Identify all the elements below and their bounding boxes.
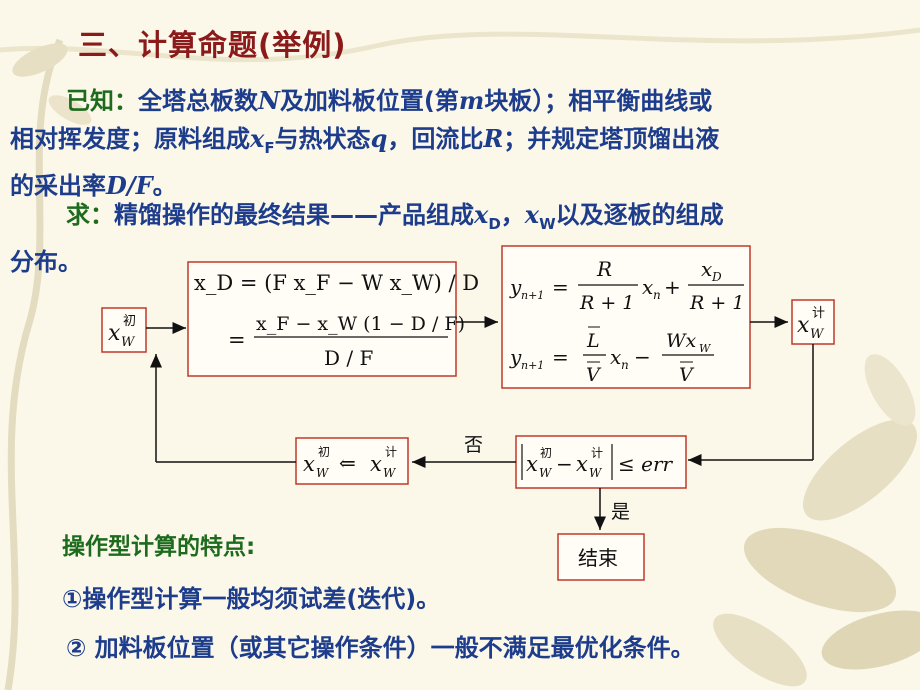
- xd-eq-equals: =: [228, 328, 246, 352]
- seek-paragraph: 求：精馏操作的最终结果——产品组成xD，xW以及逐板的组成 分布。: [10, 200, 724, 276]
- svg-text:x: x: [576, 452, 588, 476]
- start-x-symbol: x: [108, 321, 121, 346]
- feature-item-2: ② 加料板位置（或其它操作条件）一般不满足最优化条件。: [66, 634, 695, 662]
- calc-x-sub: W: [810, 327, 825, 342]
- svg-text:W: W: [316, 466, 330, 480]
- rectifying-line-eq: y n+1 = R R + 1 x n + x D R + 1: [509, 257, 744, 314]
- svg-text:−: −: [634, 345, 651, 369]
- svg-text:x: x: [610, 345, 621, 369]
- svg-text:n: n: [621, 358, 629, 372]
- stripping-line-eq: y n+1 = L V x n − Wx W V: [509, 326, 714, 386]
- end-label: 结束: [578, 546, 618, 570]
- svg-text:W: W: [539, 466, 553, 480]
- svg-text:初: 初: [540, 446, 552, 460]
- leaf-decor: [743, 527, 897, 613]
- xd-eq-denominator: D / F: [324, 346, 373, 370]
- svg-text:≤ err: ≤ err: [618, 452, 674, 476]
- svg-text:+: +: [664, 275, 681, 299]
- operating-lines-box: [501, 245, 751, 389]
- svg-text:计: 计: [591, 446, 603, 460]
- vine-left: [4, 38, 64, 690]
- svg-text:L: L: [586, 330, 600, 352]
- yes-branch-label: 是: [611, 501, 630, 523]
- svg-text:x: x: [526, 452, 538, 476]
- svg-text:x: x: [701, 257, 712, 281]
- leaf-decor: [864, 354, 916, 426]
- vine-top: [0, 27, 920, 63]
- svg-text:W: W: [383, 466, 397, 480]
- no-branch-label: 否: [464, 434, 483, 456]
- svg-text:D: D: [711, 270, 722, 284]
- leaf-decor: [713, 613, 807, 687]
- svg-text:y: y: [509, 275, 522, 299]
- svg-text:n: n: [653, 288, 661, 302]
- svg-text:R: R: [596, 257, 612, 281]
- leaf-decor: [803, 419, 917, 521]
- page-title: 三、计算命题(举例): [78, 28, 347, 62]
- start-x-sup: 初: [123, 314, 136, 329]
- svg-text:=: =: [552, 345, 569, 369]
- svg-text:x: x: [642, 275, 653, 299]
- features-heading: 操作型计算的特点:: [62, 534, 256, 560]
- end-box: [557, 533, 645, 581]
- svg-text:n+1: n+1: [521, 359, 544, 372]
- svg-text:x: x: [303, 452, 315, 476]
- leaf-decor: [12, 43, 68, 77]
- known-paragraph: 已知：全塔总板数N及加料板位置(第m块板）；相平衡曲线或 相对挥发度；原料组成x…: [10, 86, 720, 200]
- svg-text:−: −: [556, 452, 573, 476]
- calc-x-sup: 计: [812, 306, 825, 321]
- svg-text:n+1: n+1: [521, 289, 544, 302]
- xd-eq-numerator: x_F − x_W (1 − D / F): [256, 313, 465, 335]
- start-x-sub: W: [121, 335, 136, 350]
- known-label: 已知：: [66, 87, 138, 115]
- svg-text:x: x: [370, 452, 382, 476]
- assign-xw-box: [295, 437, 409, 485]
- xd-equation-box: [187, 261, 457, 377]
- calc-x-symbol: x: [797, 313, 810, 338]
- xd-equation-line1: x_D = (F x_F − W x_W) / D: [194, 271, 479, 295]
- feature-item-1: ①操作型计算一般均须试差(迭代)。: [62, 585, 441, 613]
- convergence-check-box: [515, 435, 687, 489]
- svg-text:W: W: [589, 466, 603, 480]
- svg-text:V: V: [679, 364, 695, 386]
- start-xw-box: [101, 307, 147, 353]
- svg-text:Wx: Wx: [666, 330, 697, 352]
- svg-text:W: W: [699, 342, 712, 355]
- svg-text:R + 1: R + 1: [689, 292, 744, 314]
- svg-text:y: y: [509, 345, 522, 369]
- leaf-decor: [821, 610, 920, 670]
- leaf-decor: [48, 95, 92, 125]
- svg-text:计: 计: [385, 445, 397, 459]
- svg-text:=: =: [552, 275, 569, 299]
- svg-text:⇐: ⇐: [339, 451, 356, 475]
- svg-text:初: 初: [318, 445, 330, 459]
- svg-text:V: V: [586, 364, 602, 386]
- seek-label: 求：: [66, 201, 114, 229]
- svg-text:R + 1: R + 1: [579, 292, 634, 314]
